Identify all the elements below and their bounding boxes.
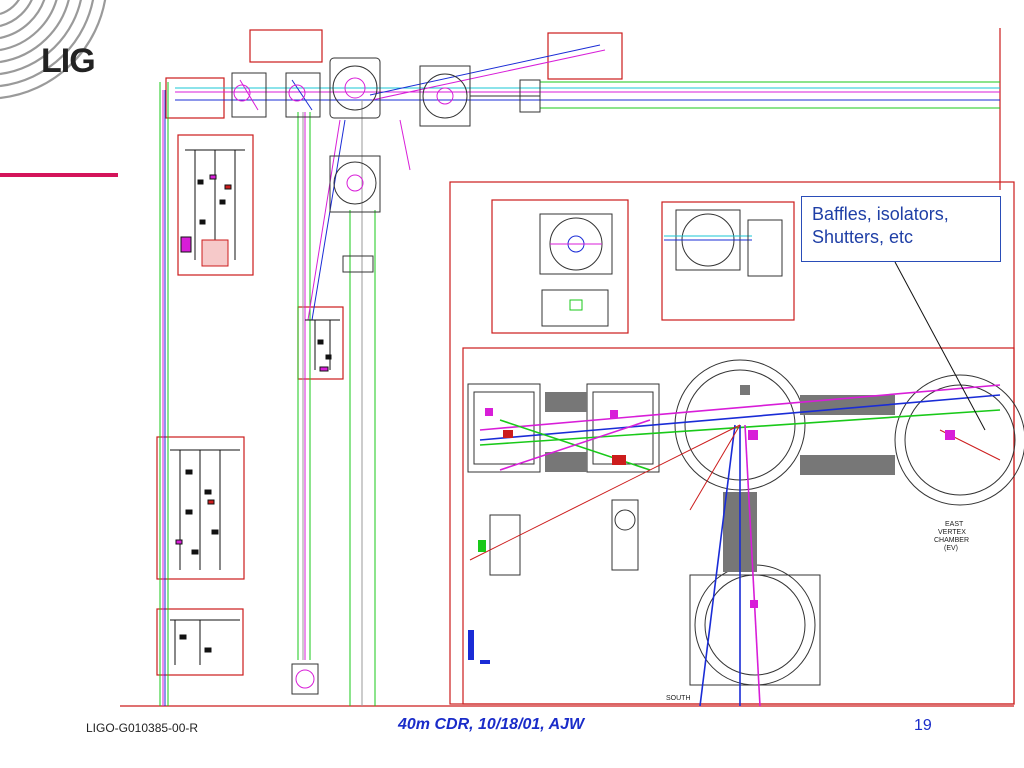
beam-tubes bbox=[159, 44, 1000, 706]
east-label: EAST bbox=[945, 521, 964, 528]
logo-text: LIG bbox=[41, 42, 96, 80]
logo-accent-bar bbox=[0, 173, 118, 177]
top-chambers bbox=[231, 57, 541, 695]
ev-label: (EV) bbox=[944, 545, 958, 552]
south-label: SOUTH bbox=[666, 695, 691, 702]
chamber-label: CHAMBER bbox=[934, 537, 969, 544]
callout-box: Baffles, isolators, Shutters, etc bbox=[801, 196, 1001, 262]
callout-line-2: Shutters, etc bbox=[812, 227, 914, 247]
drawing-labels: EAST VERTEX CHAMBER (EV) SOUTH bbox=[666, 521, 969, 702]
footer-title: 40m CDR, 10/18/01, AJW bbox=[398, 716, 585, 733]
ligo-rings-icon bbox=[0, 0, 107, 100]
vertex-label: VERTEX bbox=[938, 529, 966, 536]
schematic-details bbox=[170, 149, 340, 665]
callout-line-1: Baffles, isolators, bbox=[812, 204, 949, 224]
page-number: 19 bbox=[914, 717, 932, 734]
document-id: LIGO-G010385-00-R bbox=[86, 721, 199, 735]
detail-view bbox=[467, 359, 1024, 707]
callout-leader bbox=[894, 261, 986, 431]
inset-chambers bbox=[539, 209, 783, 327]
vacuum-layout-drawing: EAST VERTEX CHAMBER (EV) SOUTH bbox=[120, 28, 1024, 707]
frame-lines bbox=[120, 28, 1015, 707]
